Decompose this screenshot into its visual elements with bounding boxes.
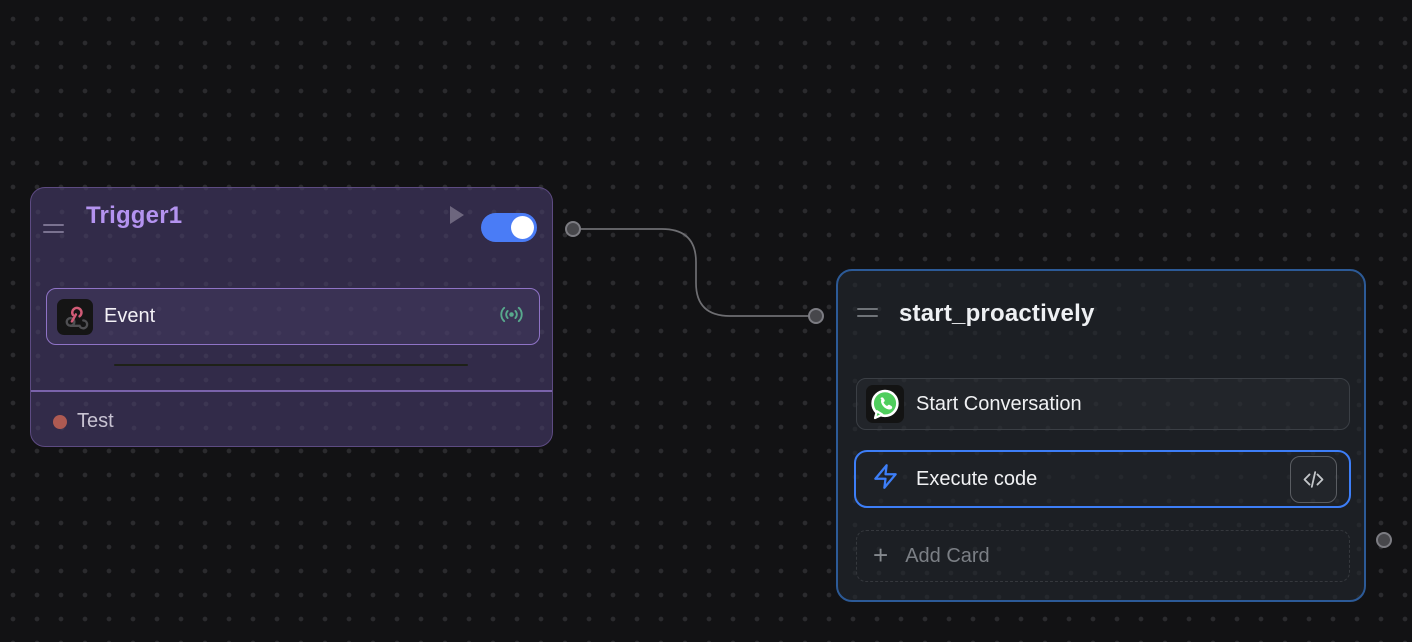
connection-edge[interactable] [575, 228, 812, 317]
start-output-port[interactable] [1376, 532, 1392, 548]
add-card-button[interactable]: + Add Card [856, 530, 1350, 582]
card-drop-divider [114, 364, 468, 366]
start-conversation-label: Start Conversation [916, 392, 1082, 415]
drag-handle-icon[interactable] [857, 308, 878, 318]
broadcast-icon [498, 303, 525, 331]
webhook-icon [57, 298, 93, 335]
footer-label: Test [77, 410, 114, 432]
plus-icon: + [873, 540, 889, 570]
edge-endpoint-port[interactable] [808, 308, 824, 324]
start-node-title: start_proactively [899, 300, 1095, 327]
add-card-label: Add Card [905, 544, 990, 567]
trigger-node[interactable]: Trigger1 Event [30, 187, 553, 447]
start-conversation-card[interactable]: Start Conversation [856, 378, 1350, 430]
execute-code-card[interactable]: Execute code [854, 450, 1351, 508]
trigger-node-title: Trigger1 [86, 202, 183, 229]
code-icon [1303, 470, 1324, 488]
whatsapp-icon [866, 385, 904, 423]
start-proactively-node[interactable]: start_proactively Start Conversation Exe… [836, 269, 1366, 602]
drag-handle-icon[interactable] [43, 224, 64, 234]
zap-icon [872, 463, 899, 495]
event-card-label: Event [104, 305, 156, 327]
trigger-output-port[interactable] [565, 221, 581, 237]
toggle-knob [511, 216, 534, 239]
status-dot [53, 415, 67, 429]
play-icon[interactable] [448, 204, 466, 226]
trigger-node-footer: Test [31, 390, 552, 446]
code-button[interactable] [1290, 455, 1337, 503]
enabled-toggle[interactable] [481, 213, 537, 242]
play-triangle-icon [450, 206, 464, 224]
event-card[interactable]: Event [46, 288, 540, 345]
execute-code-label: Execute code [916, 467, 1038, 490]
